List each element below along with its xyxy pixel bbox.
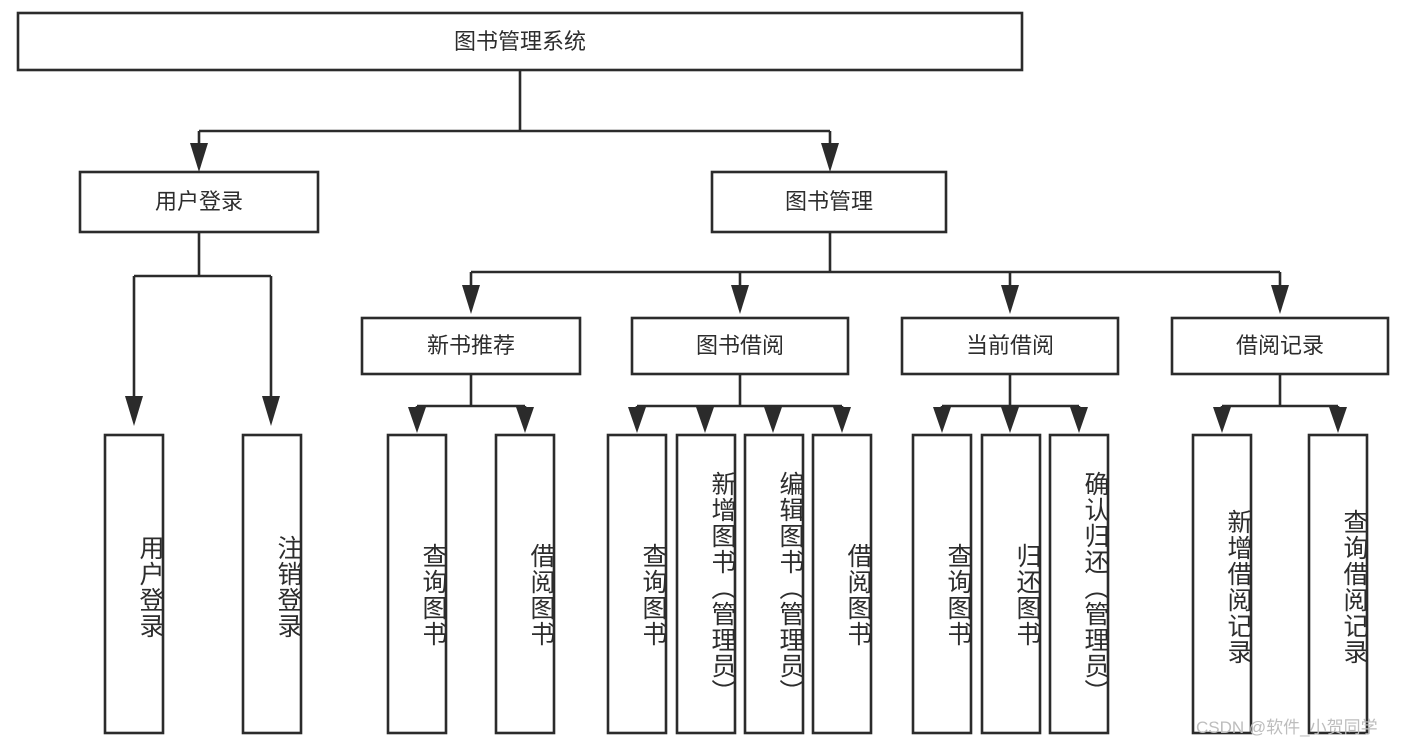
node-box-leaf-query-book-2[interactable]: [606, 433, 668, 735]
node-box-borrow-record[interactable]: [1170, 316, 1390, 376]
node-box-leaf-borrow-book-1[interactable]: [494, 433, 556, 735]
connector-group-root: [197, 70, 832, 146]
arrow-borrow-record-to-query-record: [1329, 407, 1347, 433]
arrow-book-manage-to-borrow-record: [1271, 285, 1289, 314]
arrow-current-borrow-to-query-book: [933, 407, 951, 433]
arrow-book-borrow-to-edit-book: [764, 407, 782, 433]
node-box-leaf-borrow-book-2[interactable]: [811, 433, 873, 735]
node-box-leaf-return-book[interactable]: [980, 433, 1042, 735]
node-box-leaf-user-login[interactable]: [103, 433, 165, 735]
arrow-current-borrow-to-confirm-return: [1070, 407, 1088, 433]
arrow-book-manage-to-new-book-rec: [462, 285, 480, 314]
arrow-book-manage-to-current-borrow: [1001, 285, 1019, 314]
node-box-book-manage[interactable]: [710, 170, 948, 234]
connector-group-borrow-record: [1220, 374, 1340, 410]
arrow-current-borrow-to-return-book: [1001, 407, 1019, 433]
node-box-leaf-query-book-3[interactable]: [911, 433, 973, 735]
node-box-leaf-query-book-1[interactable]: [386, 433, 448, 735]
arrow-borrow-record-to-add-record: [1213, 407, 1231, 433]
node-box-current-borrow[interactable]: [900, 316, 1120, 376]
arrow-new-book-rec-to-query-book: [408, 407, 426, 433]
node-box-leaf-edit-book-admin[interactable]: [743, 433, 805, 735]
connector-group-user-login: [132, 232, 273, 396]
arrow-book-borrow-to-add-book: [696, 407, 714, 433]
arrow-new-book-rec-to-borrow-book: [516, 407, 534, 433]
node-box-leaf-query-borrow-record[interactable]: [1307, 433, 1369, 735]
node-box-new-book-rec[interactable]: [360, 316, 582, 376]
arrow-book-borrow-to-borrow-book: [833, 407, 851, 433]
arrow-user-login-to-leaf-logout: [262, 396, 280, 426]
connector-group-book-manage: [469, 232, 1282, 288]
connector-group-current-borrow: [940, 374, 1081, 410]
arrow-user-login-to-leaf-user-login: [125, 396, 143, 426]
arrow-root-to-book-manage: [821, 143, 839, 172]
node-box-user-login[interactable]: [78, 170, 320, 234]
node-box-leaf-add-borrow-record[interactable]: [1191, 433, 1253, 735]
connector-group-new-book-rec: [415, 374, 527, 410]
node-box-book-borrow[interactable]: [630, 316, 850, 376]
arrow-root-to-user-login: [190, 143, 208, 172]
arrow-book-manage-to-book-borrow: [731, 285, 749, 314]
node-box-root[interactable]: [16, 11, 1024, 72]
node-box-leaf-add-book-admin[interactable]: [675, 433, 737, 735]
node-box-leaf-confirm-return-admin[interactable]: [1048, 433, 1110, 735]
connector-group-book-borrow: [635, 374, 844, 410]
arrow-book-borrow-to-query-book: [628, 407, 646, 433]
node-box-leaf-logout[interactable]: [241, 433, 303, 735]
